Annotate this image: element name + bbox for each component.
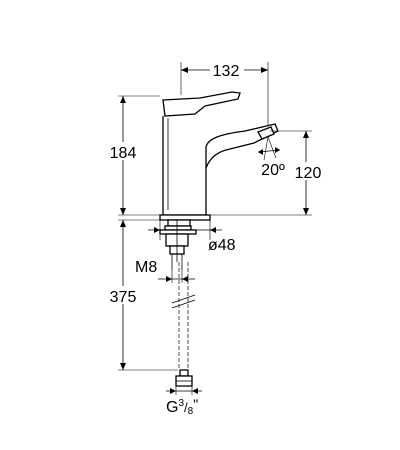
dim-hose-length: 375 (104, 219, 178, 371)
flexible-hose (171, 262, 196, 387)
spout-body (162, 116, 279, 216)
spout-height-label: 120 (295, 165, 322, 182)
base-plate (159, 214, 211, 221)
dim-base-diameter: ø48 (148, 220, 236, 254)
base-diameter-label: ø48 (208, 237, 236, 254)
spray-angle-marks (257, 136, 281, 161)
thread-size-label: M8 (135, 259, 157, 276)
spout-reach-label: 132 (213, 63, 240, 80)
aerator (257, 126, 275, 140)
dim-spout-reach: 132 (180, 60, 269, 125)
faucet-body (159, 91, 279, 221)
mounting-hardware (159, 219, 197, 270)
dim-connection: G3/8" (166, 386, 202, 417)
lever-handle (162, 91, 241, 117)
dim-spout-height: 120 (210, 130, 324, 216)
hose-length-label: 375 (110, 289, 137, 306)
total-height-label: 184 (110, 145, 137, 162)
connection-label: G3/8" (166, 396, 198, 417)
dim-total-height: 184 (104, 95, 160, 216)
spray-angle-label: 20º (261, 162, 285, 179)
dim-thread: M8 (135, 259, 195, 283)
